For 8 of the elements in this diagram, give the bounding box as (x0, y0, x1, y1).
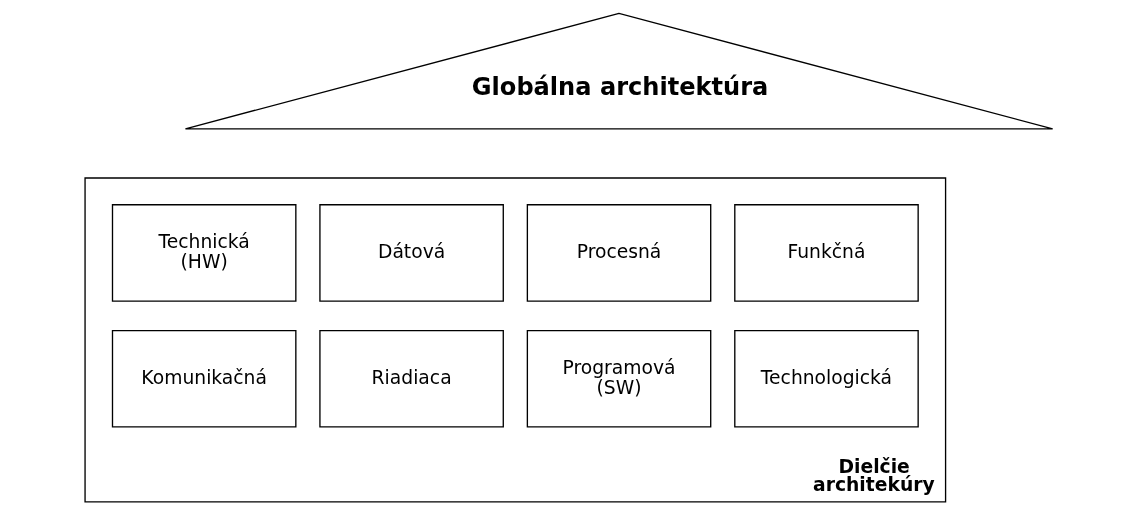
node-box: Riadiaca (319, 329, 504, 428)
node-box: Programová (SW) (526, 329, 712, 428)
node-box: Procesná (526, 204, 712, 302)
node-box: Dátová (319, 204, 504, 302)
node-box: Technická (HW) (111, 204, 297, 302)
node-box: Funkčná (734, 204, 919, 302)
node-box: Technologická (734, 329, 919, 428)
node-box: Komunikačná (111, 329, 297, 428)
